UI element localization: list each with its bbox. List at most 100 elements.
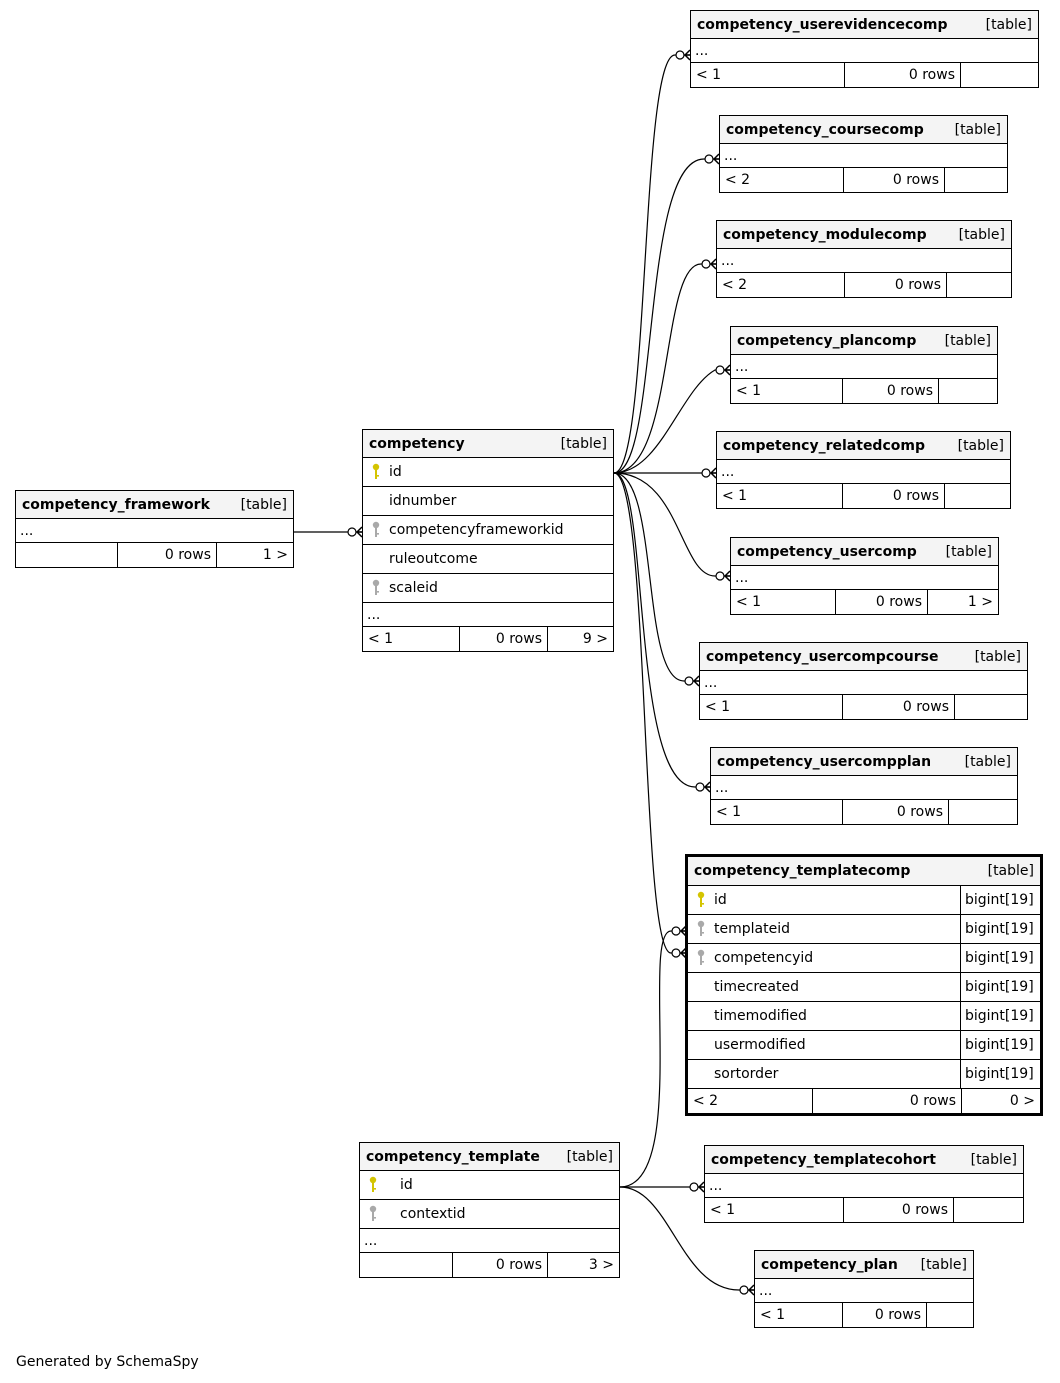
column-row[interactable]: id: [363, 458, 613, 487]
parents-count[interactable]: < 1: [711, 800, 843, 824]
table-competency-framework[interactable]: competency_framework[table] ... 0 rows 1…: [15, 490, 294, 568]
rel-modulecomp: [613, 263, 716, 474]
row-count: 0 rows: [460, 627, 548, 651]
children-count[interactable]: [947, 273, 1011, 297]
rel-userevidencecomp-optional-marker: [675, 50, 685, 60]
parents-count[interactable]: < 1: [691, 63, 845, 87]
column-row[interactable]: ruleoutcome: [363, 545, 613, 574]
rel-relatedcomp-crowfoot-marker: [710, 467, 717, 479]
row-count: 0 rows: [843, 800, 949, 824]
children-count[interactable]: [927, 1303, 973, 1327]
column-type: bigint[19]: [960, 886, 1040, 914]
parents-count[interactable]: [360, 1253, 453, 1277]
table-name: competency_templatecohort: [711, 1151, 936, 1168]
rel-template-plan-crowfoot-marker: [748, 1284, 755, 1296]
table-name: competency_usercomp: [737, 543, 917, 560]
parents-count[interactable]: [16, 543, 118, 567]
column-row[interactable]: scaleid: [363, 574, 613, 603]
column-row[interactable]: contextid: [360, 1200, 619, 1229]
parents-count[interactable]: < 1: [731, 379, 843, 403]
column-row[interactable]: id: [360, 1171, 619, 1200]
column-name: competencyframeworkid: [389, 522, 564, 538]
column-name: sortorder: [714, 1066, 779, 1082]
children-count[interactable]: [945, 168, 1007, 192]
ellipsis: ...: [709, 1177, 723, 1194]
table-name: competency_framework: [22, 496, 210, 513]
row-count: 0 rows: [844, 1198, 954, 1222]
table-type: [table]: [944, 332, 991, 349]
children-count[interactable]: 1 >: [262, 547, 288, 563]
table-type: [table]: [964, 753, 1011, 770]
row-count: 0 rows: [843, 484, 945, 508]
rel-framework-competency-optional-marker: [347, 527, 357, 537]
table-type: [table]: [957, 437, 1004, 454]
rel-modulecomp-optional-marker: [701, 259, 711, 269]
table-name: competency_relatedcomp: [723, 437, 925, 454]
children-count[interactable]: [961, 63, 1038, 87]
children-count[interactable]: [949, 800, 1017, 824]
row-count: 0 rows: [843, 1303, 927, 1327]
table-name: competency_usercompcourse: [706, 648, 939, 665]
children-count[interactable]: 3 >: [588, 1257, 614, 1273]
parents-count[interactable]: < 2: [720, 168, 844, 192]
parents-count[interactable]: < 1: [700, 695, 843, 719]
column-row[interactable]: competencyframeworkid: [363, 516, 613, 545]
primary-key-icon: [360, 1176, 386, 1194]
table-name: competency_modulecomp: [723, 226, 927, 243]
foreign-key-icon: [360, 1205, 386, 1223]
column-name: timemodified: [714, 1008, 807, 1024]
rel-templatecomp-competencyid: [613, 472, 686, 954]
children-count[interactable]: 1 >: [967, 594, 993, 610]
table-competency-usercompcourse[interactable]: competency_usercompcourse[table] ... < 1…: [699, 642, 1028, 720]
ellipsis: ...: [735, 569, 749, 586]
rel-usercompcourse-crowfoot-marker: [693, 675, 700, 687]
parents-count[interactable]: < 1: [705, 1198, 844, 1222]
column-row[interactable]: idnumber: [363, 487, 613, 516]
column-type: bigint[19]: [960, 1002, 1040, 1030]
parents-count[interactable]: < 1: [363, 627, 460, 651]
row-count: 0 rows: [843, 379, 939, 403]
rel-template-plan: [619, 1186, 754, 1291]
ellipsis: ...: [20, 522, 34, 539]
children-count[interactable]: [945, 484, 1010, 508]
children-count[interactable]: [955, 695, 1027, 719]
table-name: competency_usercompplan: [717, 753, 932, 770]
parents-count[interactable]: < 2: [688, 1089, 813, 1113]
table-competency-template[interactable]: competency_template[table] id contextid …: [359, 1142, 620, 1278]
table-type: [table]: [920, 1256, 967, 1273]
table-competency-templatecohort[interactable]: competency_templatecohort [table] ... < 1…: [704, 1145, 1024, 1223]
children-count[interactable]: 9 >: [582, 631, 608, 647]
rel-relatedcomp-optional-marker: [701, 468, 711, 478]
rel-userevidencecomp-crowfoot-marker: [684, 49, 691, 61]
children-count[interactable]: [939, 379, 997, 403]
children-count[interactable]: 0 >: [1009, 1093, 1035, 1109]
parents-count[interactable]: < 1: [755, 1303, 843, 1327]
table-competency[interactable]: competency[table] id idnumber competency…: [362, 429, 614, 652]
rel-template-templatecomp: [619, 930, 686, 1188]
table-competency-userevidencecomp[interactable]: competency_userevidencecomp[table] ... <…: [690, 10, 1039, 88]
ellipsis: ...: [735, 358, 749, 375]
rel-template-templatecomp-optional-marker: [671, 926, 681, 936]
parents-count[interactable]: < 1: [717, 484, 843, 508]
children-count[interactable]: [954, 1198, 1023, 1222]
parents-count[interactable]: < 2: [717, 273, 845, 297]
parents-count[interactable]: < 1: [731, 590, 836, 614]
rel-coursecomp-crowfoot-marker: [713, 153, 720, 165]
column-row[interactable]: timemodified bigint[19]: [688, 1002, 1040, 1031]
table-type: [table]: [970, 1151, 1017, 1168]
